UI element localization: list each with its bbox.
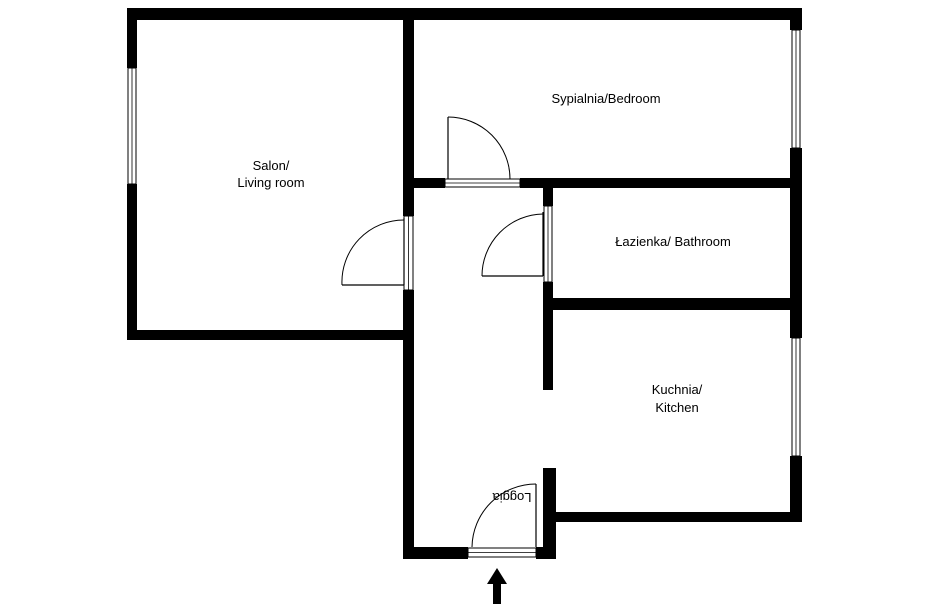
wall-right-bottom (790, 456, 802, 522)
wall-bedroom-bottom-right (520, 178, 802, 188)
windows (127, 29, 801, 457)
doors (341, 116, 553, 558)
wall-living-bedroom (403, 8, 414, 216)
label-kitchen-line2: Kitchen (655, 400, 698, 415)
label-bathroom: Łazienka/ Bathroom (615, 234, 731, 249)
door-bedroom (444, 116, 521, 188)
wall-bathroom-kitchen-left (543, 282, 553, 390)
room-labels: Salon/ Living room Sypialnia/Bedroom Łaz… (237, 91, 730, 505)
wall-left-lower (127, 184, 137, 340)
wall-bathroom-left-upper (543, 178, 553, 206)
label-bedroom: Sypialnia/Bedroom (551, 91, 660, 106)
wall-right-top (790, 8, 802, 30)
door-loggia (467, 483, 537, 558)
wall-living-hall-lower (403, 290, 414, 340)
wall-hall-bottom-left (403, 547, 468, 559)
wall-bathroom-bottom (543, 298, 802, 310)
wall-right-mid (790, 148, 802, 338)
label-living-room-line1: Salon/ (253, 158, 290, 173)
wall-kitchen-bottom (543, 512, 802, 522)
label-kitchen-line1: Kuchnia/ (652, 382, 703, 397)
walls (127, 8, 802, 559)
wall-hall-left (403, 330, 414, 559)
door-bathroom (481, 205, 553, 283)
wall-top (127, 8, 802, 20)
label-loggia: Loggia (492, 490, 532, 505)
wall-bedroom-bottom-left (403, 178, 445, 188)
wall-living-bottom (127, 330, 414, 340)
label-living-room-line2: Living room (237, 175, 304, 190)
door-living-room (341, 215, 414, 291)
wall-left-upper (127, 8, 137, 68)
up-arrow-icon (487, 568, 507, 604)
